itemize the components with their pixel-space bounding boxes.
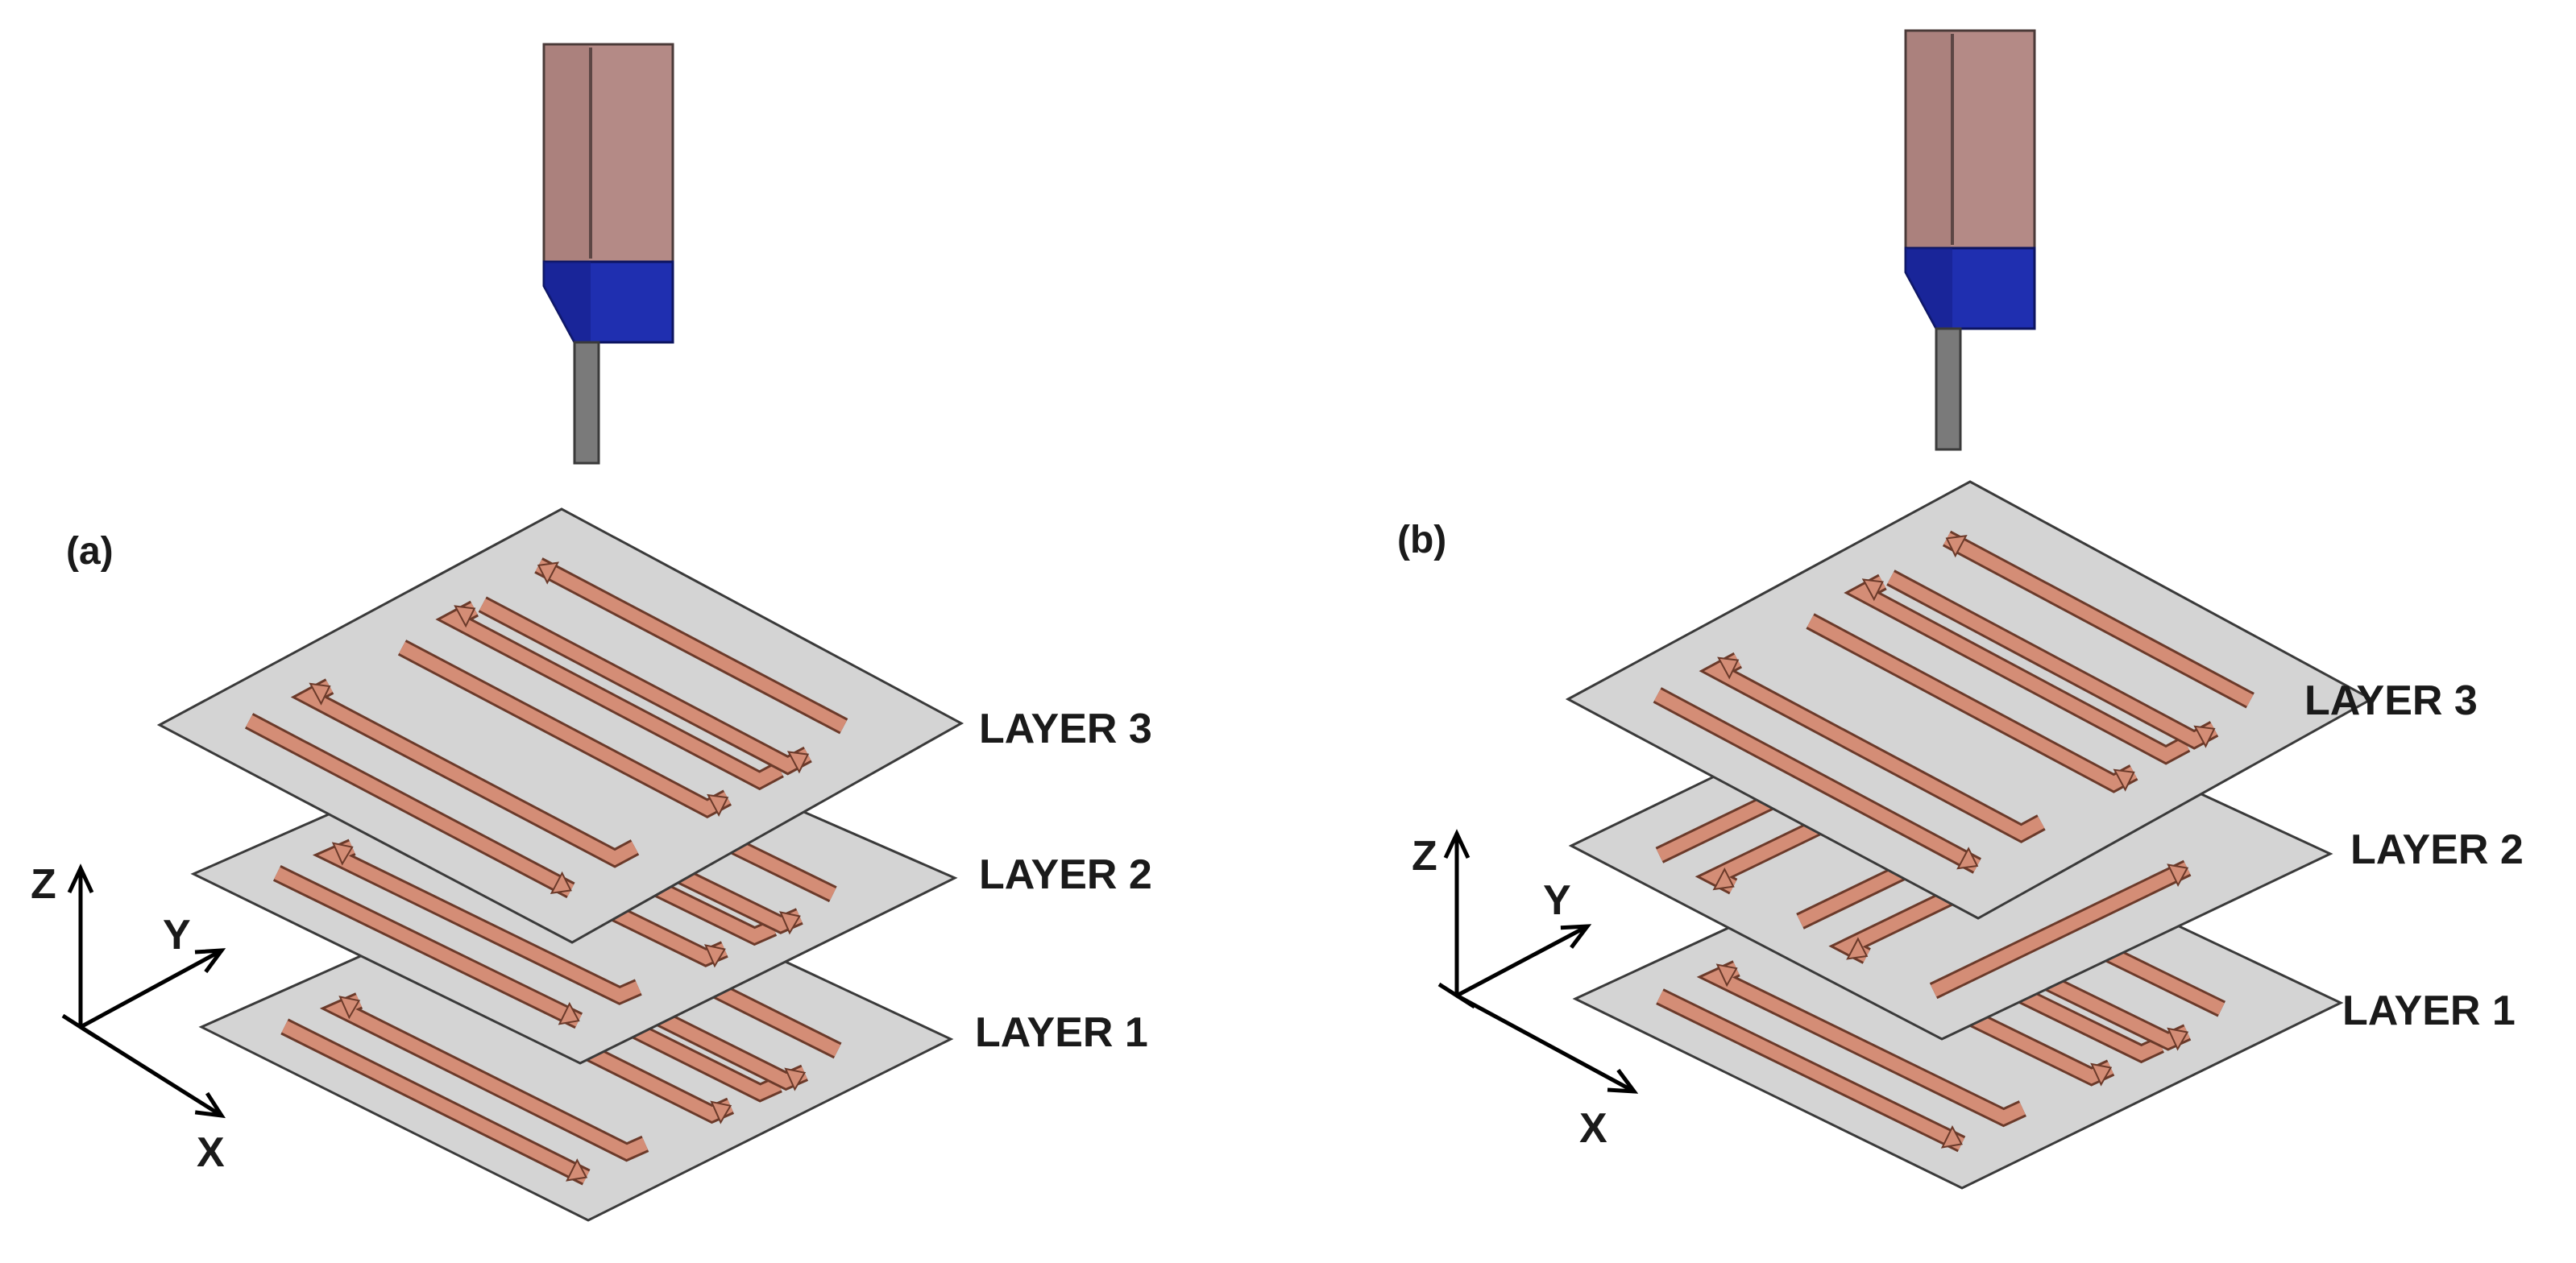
layer-label: LAYER 1 bbox=[975, 1009, 1148, 1056]
panel-a: (a) bbox=[61, 43, 964, 1222]
path-arrowhead bbox=[331, 842, 354, 866]
path-arrowhead bbox=[338, 996, 361, 1020]
axis-label-z: Z bbox=[31, 861, 56, 908]
path-arrowhead bbox=[1712, 868, 1735, 891]
axis-arrowhead bbox=[1443, 829, 1471, 859]
head-shade bbox=[1907, 32, 1951, 246]
path-arrowhead bbox=[778, 911, 801, 935]
path-arrowhead bbox=[1717, 656, 1740, 680]
axis-line bbox=[79, 948, 223, 1029]
path-arrowhead bbox=[2193, 725, 2216, 748]
path-arrowhead bbox=[710, 1100, 732, 1124]
axis-line bbox=[61, 1013, 100, 1041]
layer-stack bbox=[156, 507, 964, 1222]
toolpath bbox=[246, 714, 575, 897]
path-arrowhead bbox=[550, 871, 572, 894]
toolpath bbox=[281, 1021, 590, 1183]
axis-line bbox=[1455, 924, 1589, 998]
axis-label-x: X bbox=[197, 1129, 225, 1176]
nozzle-icon bbox=[573, 341, 600, 465]
layer-plate bbox=[156, 507, 964, 944]
layer-label: LAYER 1 bbox=[2342, 988, 2516, 1034]
toolpath bbox=[535, 559, 847, 732]
path-arrowhead bbox=[2167, 1027, 2189, 1051]
axis-arrowhead bbox=[1607, 1068, 1639, 1094]
path-arrowhead bbox=[537, 561, 559, 585]
path-arrowhead bbox=[454, 605, 476, 628]
nozzle-block-shade bbox=[1906, 248, 1952, 329]
path-arrowhead bbox=[2167, 863, 2189, 887]
head-shade bbox=[545, 46, 589, 260]
path-arrowhead bbox=[1956, 847, 1979, 870]
layer-label: LAYER 3 bbox=[979, 706, 1152, 752]
axis-arrowhead bbox=[67, 863, 94, 894]
axis-line bbox=[79, 1025, 223, 1118]
toolpath bbox=[274, 867, 582, 1027]
panel-b: (b) bbox=[1397, 29, 2375, 1190]
path-arrowhead bbox=[1945, 535, 1968, 558]
axis-line bbox=[1437, 982, 1476, 1009]
toolpath bbox=[1943, 532, 2254, 706]
path-arrowhead bbox=[1940, 1125, 1963, 1149]
path-arrowhead bbox=[707, 793, 729, 817]
layer-label: LAYER 2 bbox=[2350, 826, 2524, 873]
axis-line bbox=[1455, 993, 1636, 1094]
layer-label: LAYER 2 bbox=[979, 851, 1152, 898]
toolpath bbox=[1931, 862, 2191, 997]
print-head-icon bbox=[1904, 29, 2036, 451]
path-arrowhead bbox=[784, 1067, 807, 1091]
axis-label-y: Y bbox=[1543, 877, 1571, 924]
panel-label: (a) bbox=[66, 530, 114, 573]
path-arrowhead bbox=[2090, 1062, 2113, 1087]
axis-label-y: Y bbox=[163, 912, 191, 959]
axis-arrowhead bbox=[1560, 924, 1592, 949]
print-head-icon bbox=[542, 43, 674, 465]
path-arrowhead bbox=[2113, 768, 2135, 792]
panel-label: (b) bbox=[1397, 519, 1446, 561]
toolpath bbox=[1657, 990, 1964, 1150]
path-arrowhead bbox=[786, 751, 810, 774]
path-arrowhead bbox=[309, 682, 331, 706]
axis-label-z: Z bbox=[1412, 833, 1437, 880]
path-arrowhead bbox=[1715, 963, 1738, 988]
axis-triad-icon bbox=[1437, 829, 1639, 1094]
axis-arrowhead bbox=[194, 1091, 226, 1119]
path-arrowhead bbox=[1846, 937, 1869, 960]
axis-triad-icon bbox=[61, 863, 226, 1119]
toolpath bbox=[1654, 689, 1981, 872]
layer-stack bbox=[1565, 480, 2375, 1190]
nozzle-block-shade bbox=[544, 262, 591, 342]
path-arrowhead bbox=[1861, 578, 1884, 602]
layer-plate bbox=[1565, 480, 2375, 920]
nozzle-icon bbox=[1935, 327, 1962, 451]
axis-arrowhead bbox=[194, 948, 226, 974]
layer-label: LAYER 3 bbox=[2304, 677, 2478, 724]
axis-label-x: X bbox=[1579, 1105, 1607, 1152]
path-arrowhead bbox=[558, 1001, 580, 1025]
path-arrowhead bbox=[566, 1158, 588, 1182]
path-arrowhead bbox=[703, 944, 726, 968]
